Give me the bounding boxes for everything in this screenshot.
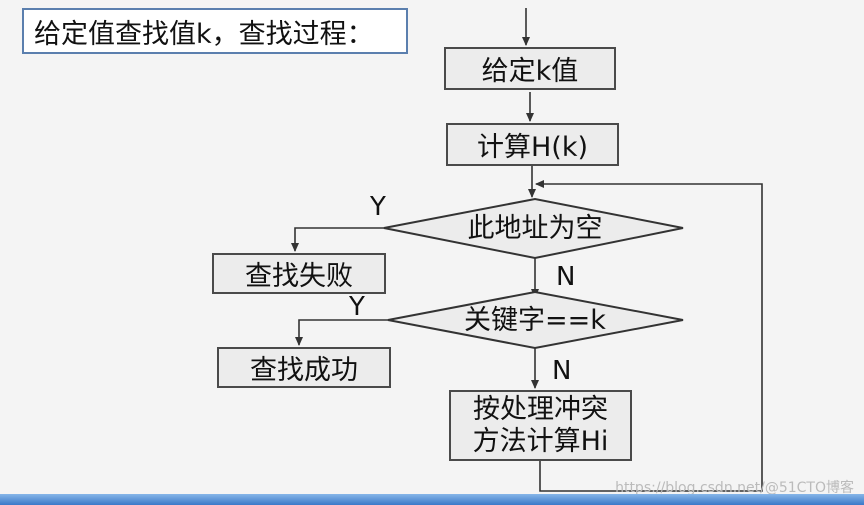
arrow-empty-yes	[291, 227, 384, 252]
node-start: 给定k值	[444, 47, 616, 90]
page-title: 给定值查找值k，查找过程：	[22, 8, 408, 54]
node-fail: 查找失败	[212, 253, 386, 294]
node-hash: 计算H(k)	[446, 123, 619, 166]
watermark: https://blog.csdn.net/@51CTO博客	[615, 480, 854, 496]
node-resolve: 按处理冲突 方法计算Hi	[449, 390, 632, 461]
decision-empty-label: 此地址为空	[468, 213, 603, 244]
node-success: 查找成功	[217, 347, 391, 388]
arrow-key-yes	[295, 319, 388, 346]
label-yes-empty: Y	[370, 192, 386, 222]
node-resolve-line1: 按处理冲突	[473, 393, 608, 425]
label-yes-key: Y	[349, 292, 365, 322]
decision-key-shape	[387, 290, 684, 350]
decision-empty-shape	[383, 197, 684, 260]
bottom-bar	[0, 494, 864, 505]
node-resolve-line2: 方法计算Hi	[472, 425, 609, 457]
label-no-empty: N	[556, 262, 576, 292]
arrow-loop-back	[535, 180, 763, 492]
decision-key-label: 关键字==k	[464, 305, 606, 336]
label-no-key: N	[552, 356, 572, 386]
